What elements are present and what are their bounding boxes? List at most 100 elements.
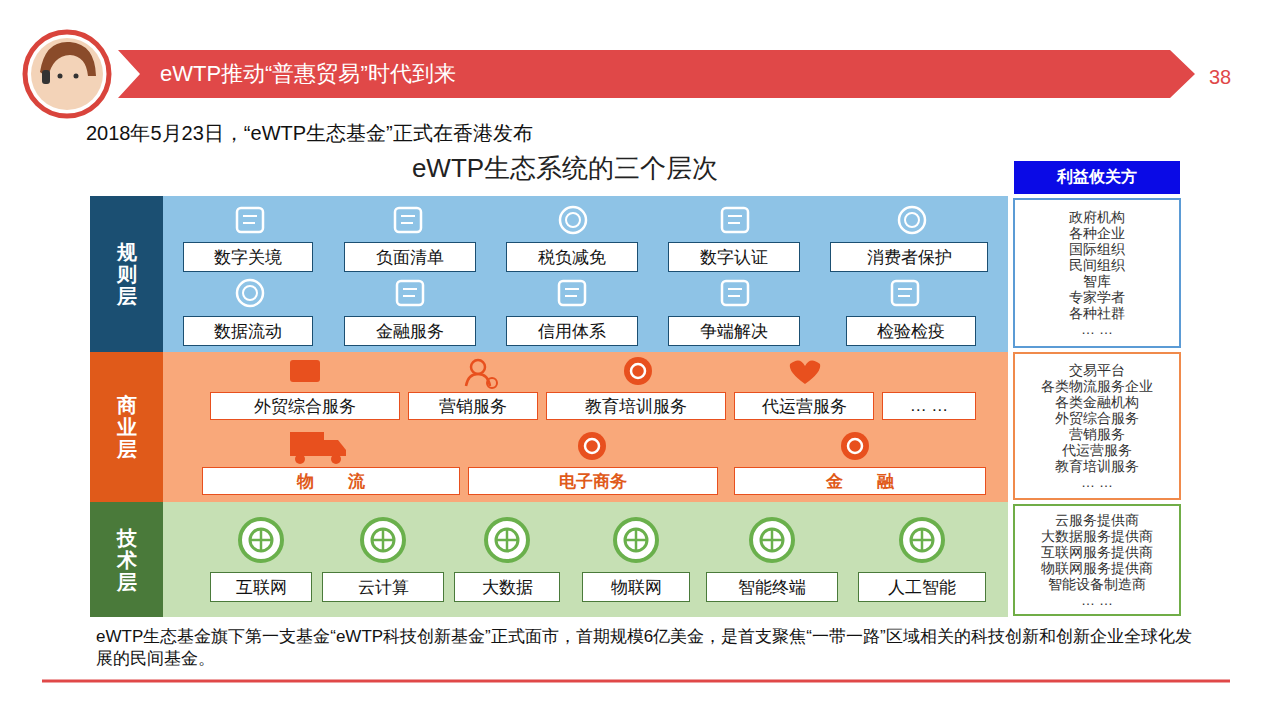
stakeholder-item: … … — [1081, 474, 1113, 490]
box-text: 税负减免 — [538, 246, 606, 269]
layer-band: 技术层互联网 云计算 大数据 物联网 智能终端 人工智能 — [90, 502, 1008, 617]
stakeholder-heading: 利益攸关方 — [1013, 160, 1181, 195]
box-text: 外贸综合服务 — [254, 395, 356, 418]
rule-box: 数字认证 — [668, 242, 800, 272]
rule-box: 金融服务 — [344, 316, 476, 346]
icon — [790, 360, 820, 384]
subtitle: 2018年5月23日，“eWTP生态基金”正式在香港发布 — [86, 118, 986, 148]
box-text: 营销服务 — [439, 395, 507, 418]
icon — [615, 519, 657, 561]
icon — [290, 360, 320, 382]
icon — [395, 208, 421, 232]
layer-band: 商业层外贸综合服务营销服务教育培训服务代运营服务… …物 流电子商务金 融 — [90, 352, 1008, 502]
stakeholder-box: 交易平台各类物流服务企业各类金融机构外贸综合服务营销服务代运营服务教育培训服务…… — [1013, 352, 1181, 500]
business-band — [90, 352, 1008, 502]
rule-box: 数据流动 — [183, 316, 313, 346]
truck-icon — [331, 454, 341, 464]
business-box: 教育培训服务 — [546, 392, 726, 420]
box-text: 争端解决 — [700, 320, 768, 343]
box-text: 云计算 — [358, 576, 409, 599]
icon — [751, 519, 793, 561]
icon — [362, 519, 404, 561]
rule-box: 数字关境 — [183, 242, 313, 272]
rule-box: 税负减免 — [506, 242, 638, 272]
layer-name: 商业层 — [117, 394, 137, 460]
box-text: 互联网 — [236, 576, 287, 599]
avatar-face — [31, 38, 103, 110]
stakeholder-item: 各类金融机构 — [1055, 394, 1139, 410]
icon — [487, 378, 497, 388]
footer-line — [42, 680, 1230, 683]
box-text: 人工智能 — [888, 576, 956, 599]
rule-box: 检验检疫 — [846, 316, 976, 346]
avatar-eye — [74, 74, 79, 79]
avatar-headset — [42, 70, 50, 84]
box-text: eWTP推动“普惠贸易”时代到来 — [160, 59, 456, 89]
rule-box: 争端解决 — [668, 316, 800, 346]
box-text: 金融服务 — [376, 320, 444, 343]
box-text: 物联网 — [611, 576, 662, 599]
box-text: 数字关境 — [214, 246, 282, 269]
box-text: 信用体系 — [538, 320, 606, 343]
stakeholder-item: 大数据服务提供商 — [1041, 528, 1153, 544]
stakeholder-item: 营销服务 — [1069, 426, 1125, 442]
rule-band — [90, 196, 1008, 352]
truck-icon — [290, 432, 324, 456]
icon — [624, 357, 652, 385]
icon — [486, 519, 528, 561]
tech-band — [90, 502, 1008, 617]
tech-box: 智能终端 — [706, 572, 838, 602]
stakeholder-item: 云服务提供商 — [1055, 512, 1139, 528]
box-text: 教育培训服务 — [585, 395, 687, 418]
icon — [901, 519, 943, 561]
box-text: 消费者保护 — [867, 246, 952, 269]
icon — [559, 281, 585, 305]
tech-box: 大数据 — [454, 572, 560, 602]
box-text: 数据流动 — [214, 320, 282, 343]
business-box: 外贸综合服务 — [210, 392, 400, 420]
page-number: 38 — [1196, 62, 1244, 92]
business-box: … … — [882, 392, 976, 420]
box-text: 代运营服务 — [762, 395, 847, 418]
stakeholder-item: 智库 — [1083, 273, 1111, 289]
diagram-title: eWTP生态系统的三个层次 — [300, 148, 830, 188]
business-box: 物 流 — [202, 467, 460, 495]
stakeholder-item: 互联网服务提供商 — [1041, 544, 1153, 560]
layer-column: 技术层 — [90, 502, 163, 617]
box-text: 智能终端 — [738, 576, 806, 599]
stakeholder-item: 交易平台 — [1069, 362, 1125, 378]
business-box: 营销服务 — [408, 392, 538, 420]
header-banner — [118, 50, 1195, 98]
box-text: 数字认证 — [700, 246, 768, 269]
stakeholder-item: 物联网服务提供商 — [1041, 560, 1153, 576]
stakeholder-item: 各类物流服务企业 — [1041, 378, 1153, 394]
stakeholder-item: 各种社群 — [1069, 305, 1125, 321]
rule-box: 负面清单 — [344, 242, 476, 272]
stakeholder-item: 各种企业 — [1069, 225, 1125, 241]
stakeholder-item: 专家学者 — [1069, 289, 1125, 305]
truck-icon — [324, 440, 346, 456]
business-box: 代运营服务 — [734, 392, 874, 420]
stakeholder-item: 代运营服务 — [1062, 442, 1132, 458]
stakeholder-box: 政府机构各种企业国际组织民间组织智库专家学者各种社群… … — [1013, 198, 1181, 348]
rule-column — [90, 196, 163, 352]
layer-name: 技术层 — [117, 527, 137, 593]
stakeholder-item: 国际组织 — [1069, 241, 1125, 257]
business-column — [90, 352, 163, 502]
icon — [237, 208, 263, 232]
tech-box: 人工智能 — [858, 572, 986, 602]
icon — [240, 519, 282, 561]
avatar-eye — [58, 74, 63, 79]
icon — [237, 280, 263, 306]
icon — [722, 281, 748, 305]
icon — [841, 432, 869, 460]
business-box: 金 融 — [734, 467, 986, 495]
stakeholder-item: 智能设备制造商 — [1048, 576, 1146, 592]
box-text: … … — [910, 396, 949, 416]
icon — [722, 208, 748, 232]
icon — [578, 432, 606, 460]
stakeholder-item: … … — [1081, 321, 1113, 337]
icon — [892, 281, 918, 305]
icon — [471, 360, 485, 374]
